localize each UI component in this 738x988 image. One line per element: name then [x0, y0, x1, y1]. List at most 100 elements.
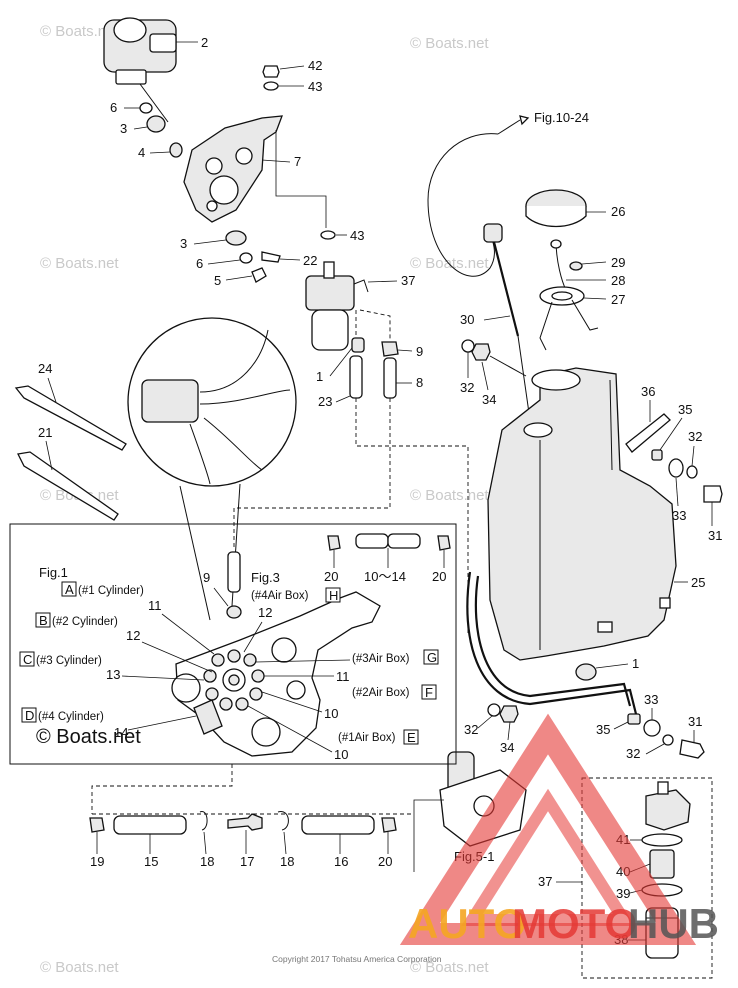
- callout-42: 42: [308, 58, 322, 73]
- port-nipple: [203, 669, 217, 683]
- callout-32: 32: [460, 380, 474, 395]
- callout-11: 11: [148, 598, 162, 613]
- pump-stud: [139, 83, 169, 123]
- callout-6: 6: [196, 256, 203, 271]
- filter-head-inlet: [657, 781, 669, 795]
- tank-cap-rim: [525, 206, 587, 228]
- leader-line: [691, 445, 695, 467]
- leader-line: [45, 440, 53, 471]
- tank-cap-assembly: 26 29 28 27: [525, 189, 625, 351]
- callout-30: 30: [460, 312, 474, 327]
- hose-bracket-hardware: 35 33 32 31: [596, 692, 705, 761]
- tag-h-letter: H: [329, 588, 338, 603]
- filter-detail-frame: [581, 777, 713, 979]
- filter-bowl: [311, 309, 349, 351]
- sender-fasteners: 32 34: [460, 339, 527, 407]
- leader-line: [47, 377, 57, 403]
- callout-6: 6: [110, 100, 117, 115]
- logo-triangle-inner: [461, 788, 635, 926]
- logo-text-moto: MOTO: [512, 900, 637, 947]
- sender-rod: [492, 241, 520, 337]
- hose-15: [113, 815, 187, 835]
- washer-6: [239, 252, 253, 264]
- detail-pump: [141, 379, 199, 423]
- fuel-hose: [466, 571, 638, 715]
- leader-line: [161, 613, 215, 655]
- callout-34: 34: [482, 392, 496, 407]
- callout-32: 32: [464, 722, 478, 737]
- cable-tie-24: [14, 385, 127, 451]
- tank-tab: [659, 597, 671, 609]
- detail-wire: [203, 417, 263, 471]
- watermark-inline: © Boats.net: [36, 726, 141, 748]
- tank-filler-neck: [531, 369, 581, 391]
- tag-f-letter: F: [425, 685, 433, 700]
- clip-1: [351, 337, 365, 353]
- fuel-tank-body: [487, 367, 677, 661]
- callout-4: 4: [138, 145, 145, 160]
- leader-line: [481, 361, 489, 391]
- callout-1: 1: [316, 369, 323, 384]
- cap-wire: [571, 299, 599, 331]
- clip-18: [277, 811, 289, 831]
- callout-11: 11: [336, 669, 350, 684]
- fig-ref-1: Fig.1: [39, 565, 68, 580]
- callout-13: 13: [106, 667, 120, 682]
- tag-a-letter: A: [65, 582, 74, 597]
- tag-g-letter: G: [427, 650, 437, 665]
- leader-line: [247, 705, 333, 753]
- detail-wire: [199, 389, 291, 405]
- callout-35: 35: [596, 722, 610, 737]
- hose-8: [383, 357, 397, 399]
- detail-wire: [189, 423, 211, 485]
- bracket-hole: [205, 157, 223, 175]
- clip-9: [226, 605, 242, 619]
- leader-line: [275, 130, 327, 228]
- callout-20: 20: [324, 569, 338, 584]
- cylinder-2-label: (#2 Cylinder): [52, 616, 118, 628]
- port-nipple: [219, 697, 233, 711]
- tag-e: [403, 729, 419, 745]
- callout-12: 12: [258, 605, 272, 620]
- callout-31: 31: [708, 528, 722, 543]
- tag-e-letter: E: [407, 730, 416, 745]
- leader-line: [397, 349, 413, 352]
- o-ring-41: [641, 833, 683, 847]
- tag-c: [19, 651, 35, 667]
- tag-b-letter: B: [39, 613, 48, 628]
- tag-h: [325, 587, 341, 603]
- sensor-wiring: Fig.10-24: [427, 110, 589, 277]
- callout-26: 26: [611, 204, 625, 219]
- leader-line: [477, 715, 493, 729]
- port-nipple: [243, 653, 257, 667]
- nuts-42-43: 42 43 43: [262, 58, 364, 243]
- sensor-wire: [427, 133, 499, 277]
- port-nipple: [251, 669, 265, 683]
- detail-circle: [127, 317, 297, 487]
- clip-1: [575, 663, 597, 681]
- leader-line: [659, 417, 683, 451]
- filter-detail-panel: 41 40 39 37 38: [538, 777, 713, 979]
- callout-10-14: 10～14: [364, 569, 406, 584]
- fuel-tank: 25: [487, 367, 705, 661]
- logo-triangle-outer: [399, 713, 697, 945]
- hose-14: [387, 533, 421, 549]
- callout-21: 21: [38, 425, 52, 440]
- fuel-filter-assembly: 37: [305, 261, 415, 351]
- callout-20: 20: [378, 854, 392, 869]
- air-box-4-label: (#4Air Box): [251, 590, 309, 602]
- clamp-14: [193, 699, 223, 735]
- hose-10: [355, 533, 389, 549]
- automotohub-logo: AUTO MOTO HUB: [399, 713, 719, 947]
- fuel-pump-port: [149, 33, 177, 53]
- port-nipple: [235, 697, 249, 711]
- filter-hoses: 1 9 23 8: [233, 309, 469, 636]
- clip-19: [89, 817, 105, 833]
- leader-line: [507, 721, 511, 741]
- cap-wire: [539, 301, 553, 351]
- leader-line: [213, 587, 229, 607]
- leader-line: [225, 275, 253, 281]
- tank-sender-port: [523, 422, 553, 438]
- callout-18: 18: [200, 854, 214, 869]
